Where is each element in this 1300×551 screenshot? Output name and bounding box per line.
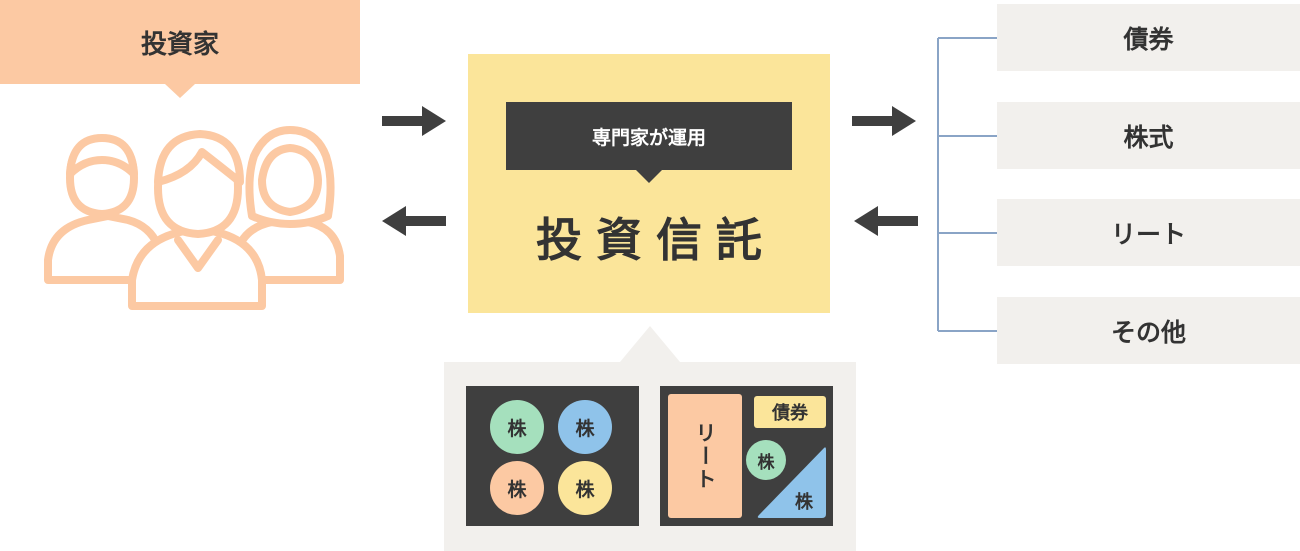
fund-title: 投資信託 [536,213,776,267]
expert-operation-text: 専門家が運用 [591,126,706,149]
asset-bracket-connector [937,37,997,332]
investor-label-box: 投資家 [0,0,360,84]
fund-box: 専門家が運用 投資信託 [468,54,830,313]
investor-label: 投資家 [140,29,219,60]
stock-token: 株 [558,400,612,454]
arrow-left-icon [382,206,446,236]
portfolio-panel: 株 株 株 株 リート 債券 株 株 [444,362,856,551]
people-group-icon [44,126,344,310]
asset-other: その他 [997,297,1300,364]
asset-bonds: 債券 [997,4,1300,71]
expert-operation-label: 専門家が運用 [506,102,792,170]
fund-card-mixed: リート 債券 株 株 [660,386,833,526]
fund-card-stocks: 株 株 株 株 [466,386,639,526]
stock-triangle-token: 株 [757,447,826,518]
expert-label-pointer [636,170,662,183]
person-left-icon [44,134,166,284]
arrow-right-icon [382,106,446,136]
asset-reit: リート [997,199,1300,266]
asset-stocks: 株式 [997,102,1300,169]
reit-bar: リート [668,394,742,518]
investor-pointer [165,84,195,98]
stock-token: 株 [746,440,786,480]
stock-token: 株 [490,400,544,454]
stock-token: 株 [490,461,544,515]
stock-triangle-label: 株 [795,491,814,513]
reit-label: リート [693,421,717,491]
portfolio-pointer [620,326,680,362]
bond-chip: 債券 [754,396,826,428]
arrow-left-icon [854,206,918,236]
person-center-icon [128,130,266,310]
stock-triangle-shape [757,447,826,518]
arrow-right-icon [852,106,916,136]
stock-token: 株 [558,461,612,515]
